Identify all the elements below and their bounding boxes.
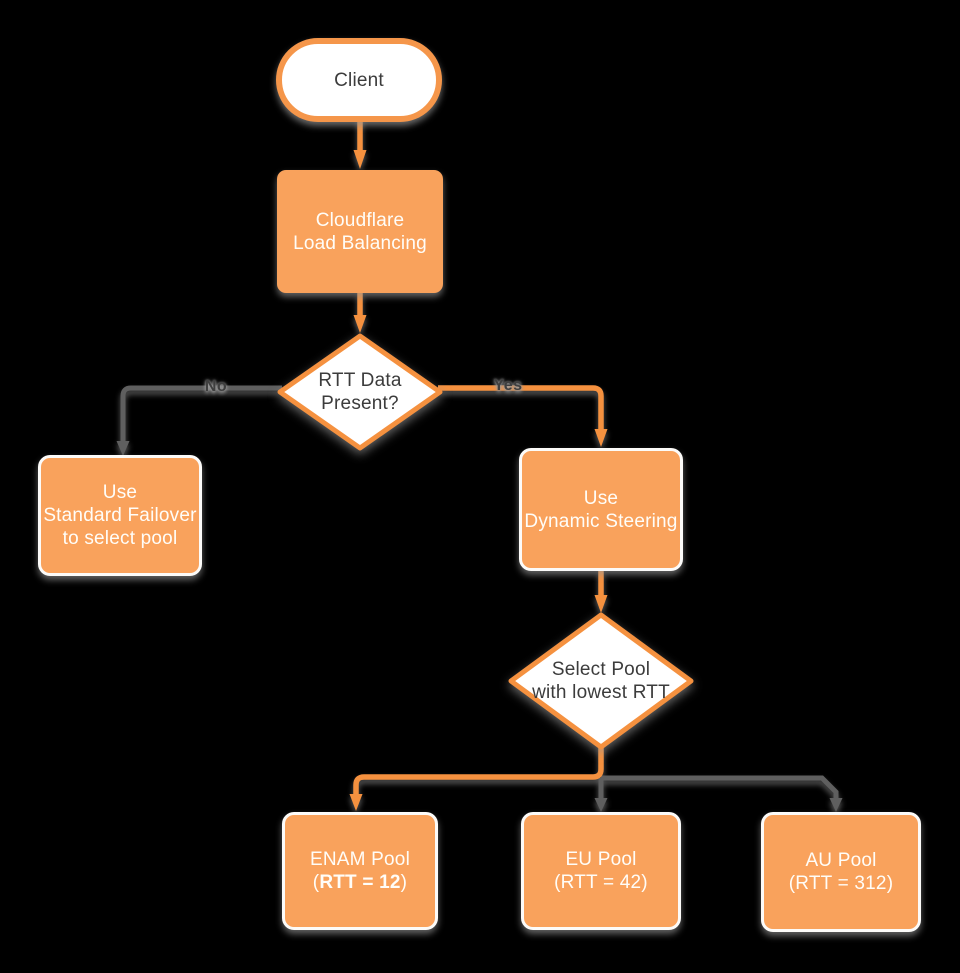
- diamond-shape: [277, 333, 443, 451]
- client-node-label: Client: [334, 69, 384, 91]
- au-pool-node: AU Pool (RTT = 312): [761, 812, 921, 932]
- arrowhead-icon: [829, 798, 843, 812]
- standard-failover-node: Use Standard Failover to select pool: [38, 455, 202, 576]
- arrowhead-icon: [353, 315, 367, 333]
- arrowhead-icon: [353, 150, 367, 169]
- rtt-data-present-label: RTT Data Present?: [318, 370, 402, 414]
- standard-failover-label: Use Standard Failover to select pool: [43, 482, 197, 549]
- rtt-data-present-decision: RTT Data Present?: [274, 330, 446, 454]
- eu-pool-label: EU Pool (RTT = 42): [554, 849, 648, 893]
- dynamic-steering-node: Use Dynamic Steering: [519, 448, 683, 571]
- select-pool-label: Select Pool with lowest RTT: [532, 659, 670, 703]
- edge-to-enam-pool: [353, 744, 604, 796]
- select-pool-decision: Select Pool with lowest RTT: [505, 609, 697, 753]
- au-pool-label: AU Pool (RTT = 312): [788, 850, 894, 894]
- dynamic-steering-label: Use Dynamic Steering: [524, 487, 678, 532]
- arrowhead-icon: [594, 595, 608, 613]
- client-node: Client: [276, 38, 442, 122]
- edge-no-branch: [120, 385, 282, 442]
- cloudflare-load-balancing-node: Cloudflare Load Balancing: [277, 170, 443, 293]
- edge-to-au-pool: [601, 775, 839, 800]
- arrowhead-icon: [594, 798, 608, 812]
- arrowhead-icon: [116, 441, 130, 456]
- enam-pool-label: ENAM Pool (RTT = 12): [309, 849, 410, 893]
- arrowhead-icon: [594, 429, 608, 447]
- cloudflare-load-balancing-label: Cloudflare Load Balancing: [293, 209, 427, 254]
- eu-pool-node: EU Pool (RTT = 42): [521, 812, 681, 930]
- enam-pool-node: ENAM Pool (RTT = 12): [282, 812, 438, 930]
- edge-label-yes: Yes: [493, 377, 523, 394]
- edge-yes-branch: [438, 385, 604, 431]
- enam-rtt-line: (RTT = 12): [312, 872, 408, 893]
- diamond-shape: [508, 612, 694, 750]
- arrowhead-icon: [349, 794, 363, 811]
- edge-label-no: No: [204, 378, 228, 395]
